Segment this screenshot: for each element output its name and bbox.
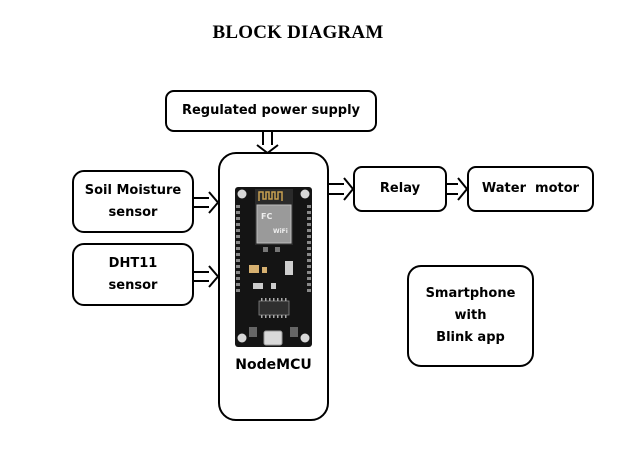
micro-usb-port xyxy=(263,330,283,346)
water-motor-block: Water motor xyxy=(467,166,594,212)
antenna-trace xyxy=(258,191,283,201)
arrow-soil-to-nodemcu xyxy=(194,191,220,214)
svg-text:WiFi: WiFi xyxy=(273,228,288,235)
mount-hole xyxy=(300,189,310,199)
capacitor xyxy=(249,265,259,273)
arrow-power-to-nodemcu xyxy=(256,132,279,155)
dht-sensor-label-line1: DHT11 xyxy=(108,255,158,271)
dht-sensor-label-line2: sensor xyxy=(108,277,158,293)
dht11-sensor-block: DHT11 sensor xyxy=(72,243,194,306)
rf-shield xyxy=(256,204,292,244)
soil-sensor-label-line2: sensor xyxy=(108,204,158,220)
regulator xyxy=(285,261,293,275)
arrow-relay-to-motor xyxy=(447,177,469,201)
nodemcu-label: NodeMCU xyxy=(235,357,312,373)
smartphone-block: Smartphone with Blink app xyxy=(407,265,534,367)
arrow-nodemcu-to-relay xyxy=(329,177,355,201)
diagram-title: BLOCK DIAGRAM xyxy=(212,22,384,43)
arrow-dht-to-nodemcu xyxy=(194,265,220,288)
mount-hole xyxy=(300,333,310,343)
smartphone-label-line1: Smartphone with xyxy=(425,286,516,323)
reset-button xyxy=(249,327,257,337)
power-supply-block: Regulated power supply xyxy=(165,90,377,132)
nodemcu-board-image: FC WiFi xyxy=(235,187,312,347)
svg-text:FC: FC xyxy=(261,212,272,221)
relay-block: Relay xyxy=(353,166,447,212)
water-motor-label: Water motor xyxy=(481,181,580,196)
usb-serial-chip xyxy=(258,300,290,316)
nodemcu-block: FC WiFi xyxy=(218,152,329,421)
power-supply-label: Regulated power supply xyxy=(181,103,360,118)
mount-hole xyxy=(237,333,247,343)
mount-hole xyxy=(237,189,247,199)
flash-button xyxy=(290,327,298,337)
smartphone-label-line2: Blink app xyxy=(436,330,505,345)
soil-sensor-label-line1: Soil Moisture xyxy=(84,182,182,198)
soil-moisture-sensor-block: Soil Moisture sensor xyxy=(72,170,194,233)
relay-label: Relay xyxy=(379,181,421,196)
